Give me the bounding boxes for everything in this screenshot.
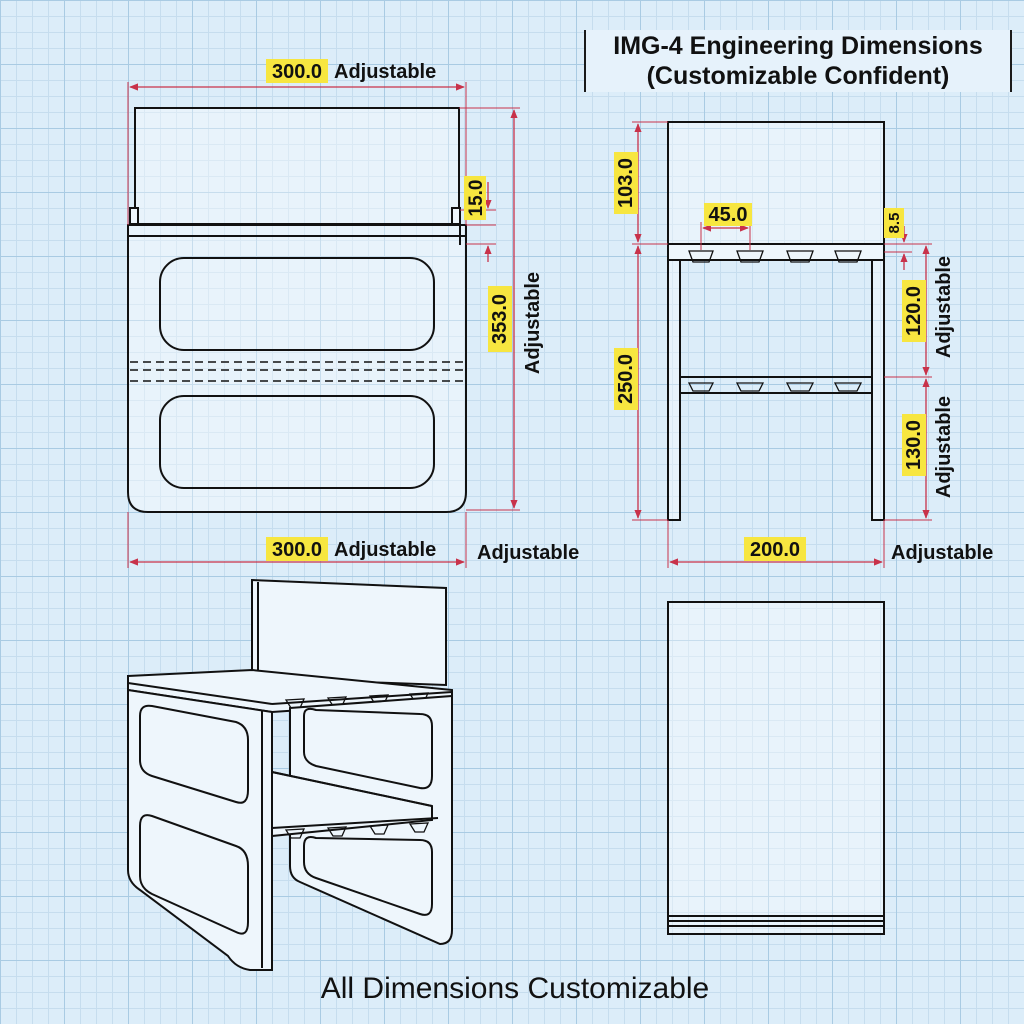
iso-back-panel: [251, 578, 447, 687]
front-back-panel: [134, 107, 460, 225]
hook-spacing-value: 45.0: [709, 204, 748, 226]
title-block: IMG-4 Engineering Dimensions (Customizab…: [584, 30, 1012, 92]
front-height-value: 353.0: [489, 294, 511, 344]
front-top-width-value: 300.0: [272, 61, 322, 83]
side-back-panel: [667, 121, 885, 245]
front-upper-cutout: [159, 257, 435, 351]
side-top-height-value: 103.0: [615, 158, 637, 208]
front-bottom-width-value: 300.0: [272, 539, 322, 561]
front-panel-clip-left: [129, 207, 139, 225]
lower-gap-value: 130.0: [903, 420, 925, 470]
front-panel-clip-right: [451, 207, 461, 225]
side-frame-height-value: 250.0: [615, 354, 637, 404]
front-bottom-width-note: Adjustable: [334, 539, 436, 561]
iso-left-lower-cutout: [139, 814, 249, 935]
front-view: 300.0 Adjustable 15.0 353.0 Adjustable 3…: [127, 59, 579, 568]
isometric-view: [127, 578, 453, 971]
side-width-note: Adjustable: [891, 542, 993, 564]
side-view: 103.0 45.0 8.5 120.0 Adjustable 250.0 13…: [614, 121, 993, 568]
iso-right-upper-cutout: [303, 707, 433, 790]
front-panel-offset-value: 15.0: [466, 180, 487, 217]
front-body: [127, 224, 467, 513]
lower-gap-note: Adjustable: [933, 396, 955, 498]
front-top-width-note: Adjustable: [334, 61, 436, 83]
front-side-note: Adjustable: [477, 542, 579, 564]
footer-caption: All Dimensions Customizable: [320, 972, 710, 1005]
front-height-note: Adjustable: [522, 272, 544, 374]
side-left-leg: [667, 259, 681, 521]
plan-view: [667, 601, 885, 935]
iso-right-lower-cutout: [303, 836, 433, 916]
plan-outline: [667, 601, 885, 935]
drawing-subtitle: (Customizable Confident): [646, 62, 950, 90]
shelf-gap-value: 120.0: [903, 286, 925, 336]
shelf-gap-note: Adjustable: [933, 256, 955, 358]
front-lower-cutout: [159, 395, 435, 489]
hook-depth-value: 8.5: [886, 213, 903, 234]
iso-left-side: [127, 688, 273, 971]
side-width-value: 200.0: [750, 539, 800, 561]
drawing-title: IMG-4 Engineering Dimensions: [613, 32, 983, 60]
iso-left-upper-cutout: [139, 704, 249, 804]
side-upper-shelf: [667, 243, 885, 261]
side-right-leg: [871, 259, 885, 521]
